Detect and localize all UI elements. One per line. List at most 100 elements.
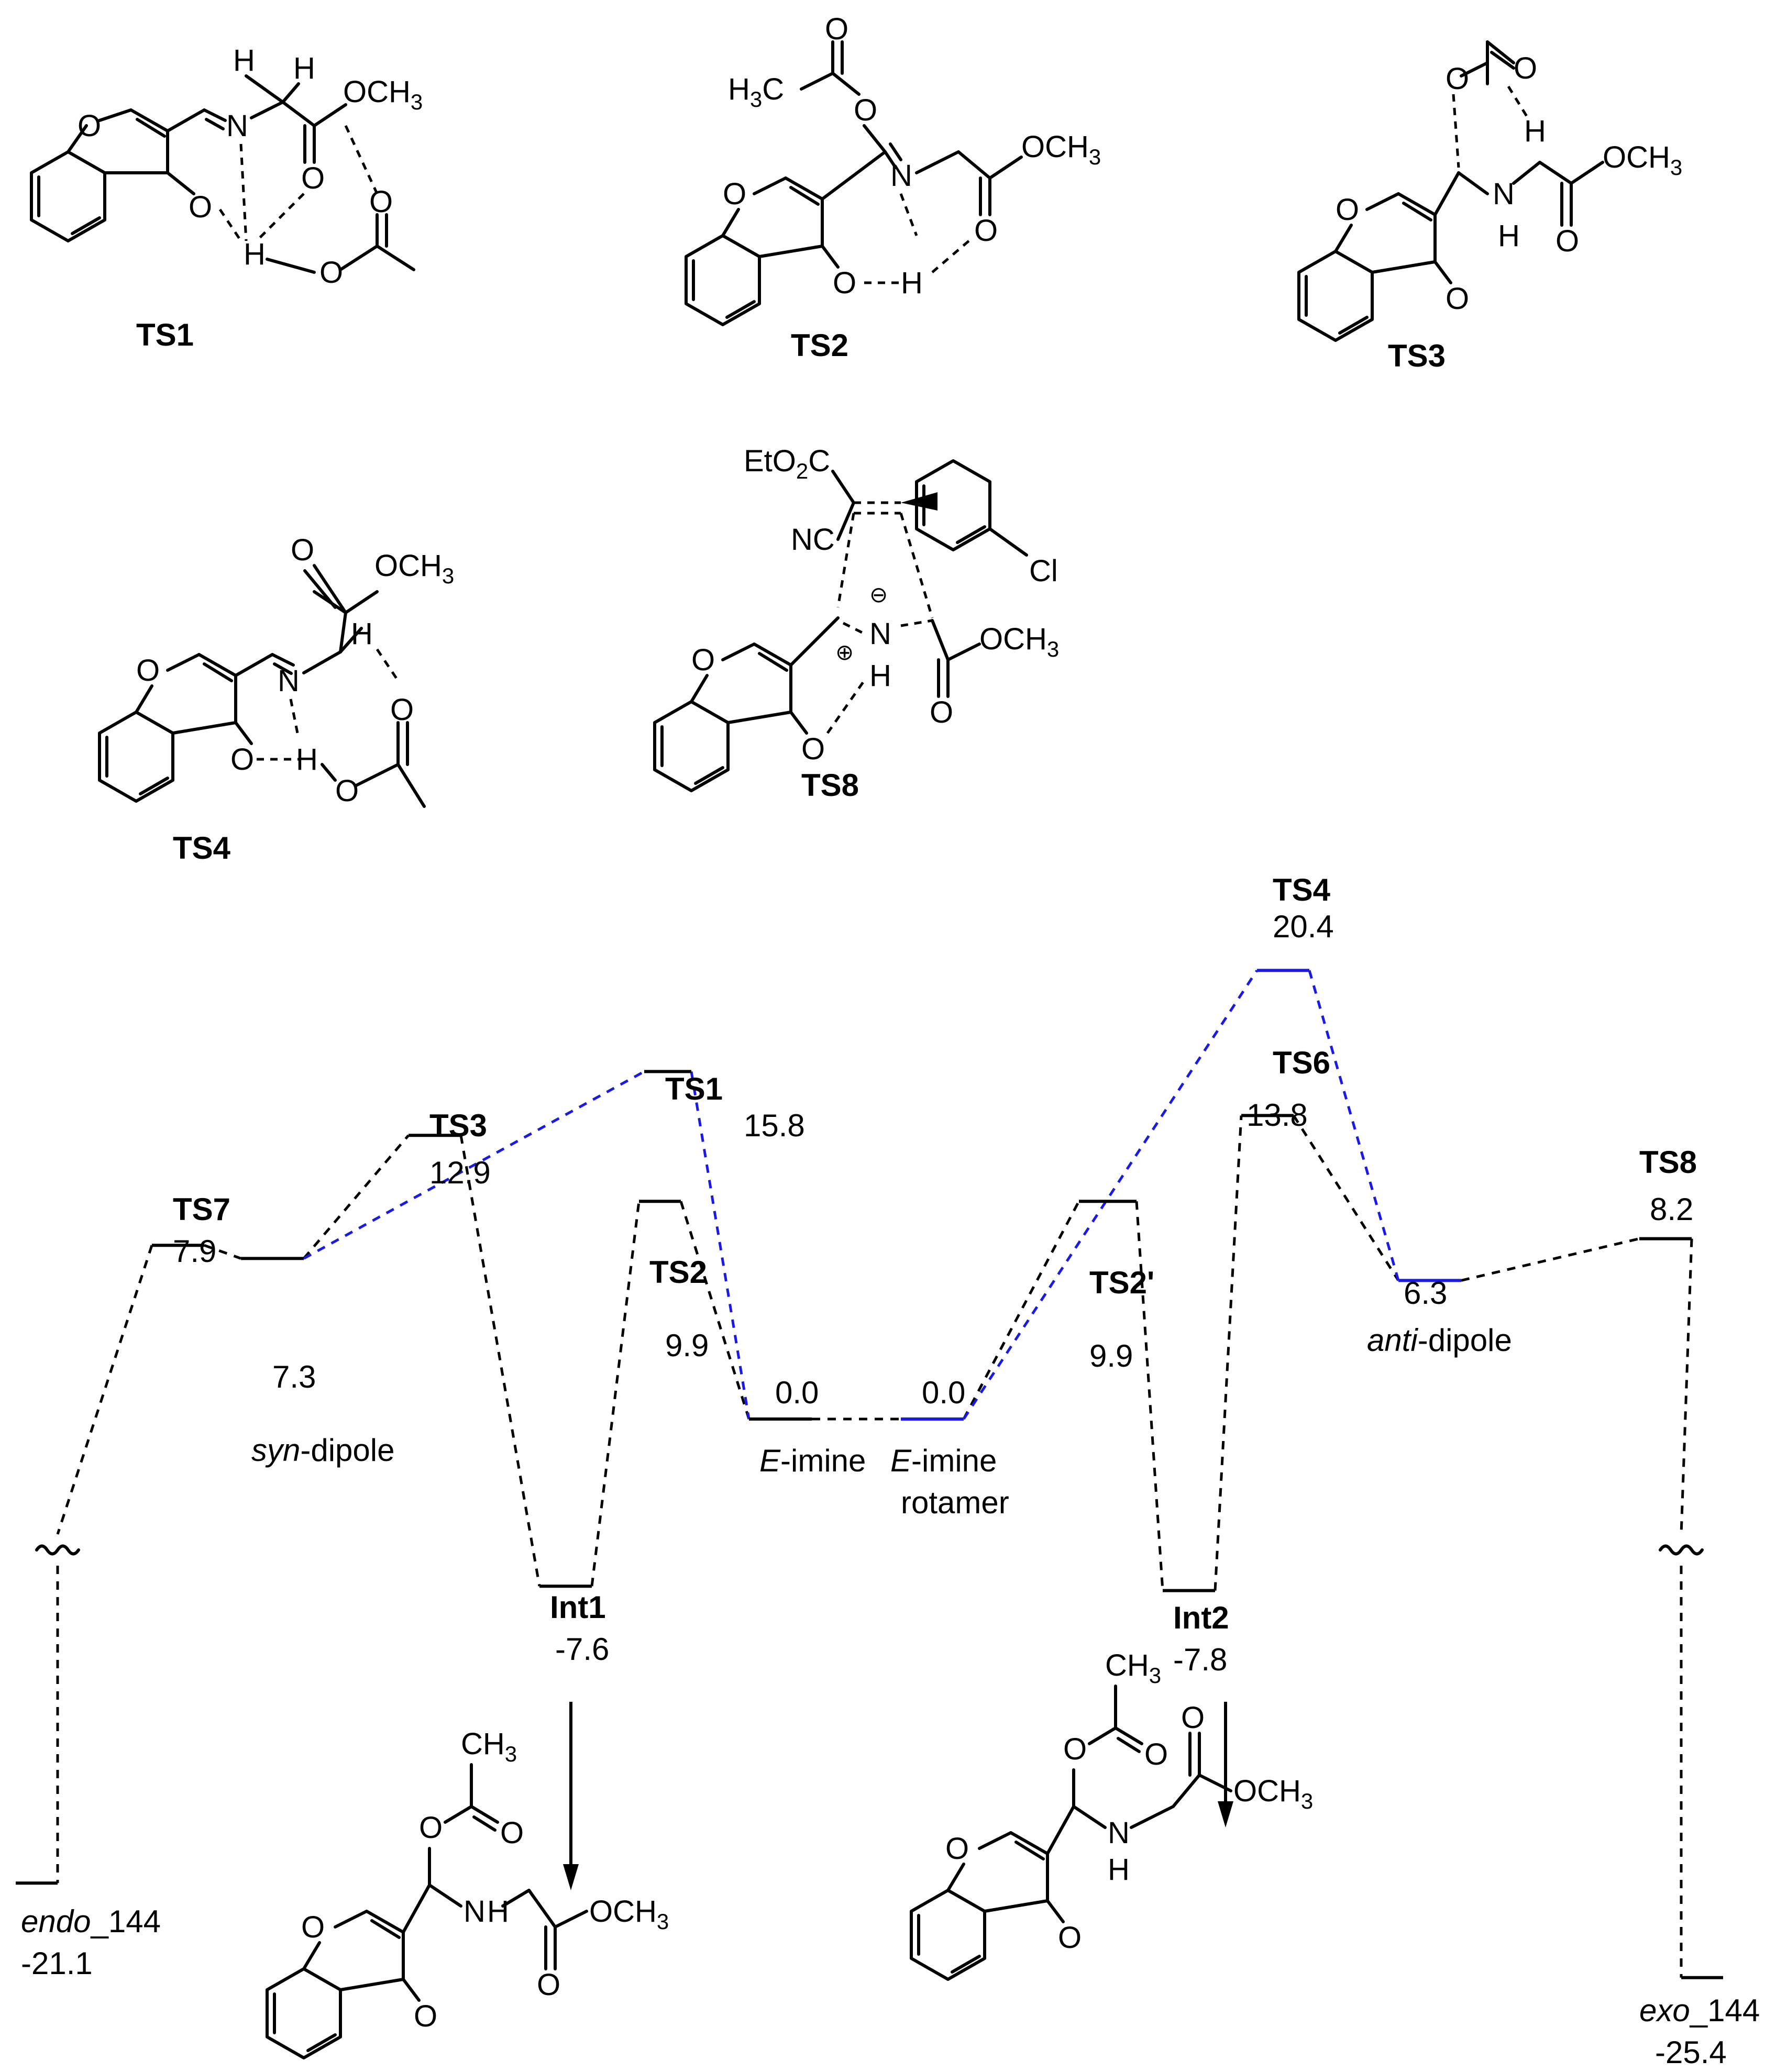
ts2-ester-oxygen: O [854, 93, 877, 127]
ts8-h: H [869, 659, 891, 693]
product-right-carbonyl-oxygen: O [1058, 1921, 1082, 1955]
state-energy-exo: -25.4 [1655, 2035, 1727, 2070]
state-energy-Eimine: 0.0 [775, 1375, 819, 1410]
product-left-methyl: CH3 [461, 1727, 517, 1766]
ts4-acetate-oxygen: O [335, 774, 359, 808]
state-energy-endo: -21.1 [21, 1946, 93, 1981]
state-name-TS7: TS7 [173, 1192, 230, 1227]
ts3-label: TS3 [1388, 338, 1446, 373]
ts1-structure: O O N H H OCH3 O H O O TS [30, 43, 423, 352]
ts2-benzene-ring [685, 234, 761, 326]
product-right-benzene-ring [910, 1889, 986, 1981]
state-name-TS1: TS1 [665, 1071, 723, 1106]
connector-TS7-syn [204, 1244, 241, 1260]
state-energy-TS2: 9.9 [665, 1328, 709, 1363]
connector-Int1-TS2 [590, 1201, 641, 1587]
product-right-methyl: CH3 [1105, 1648, 1161, 1688]
state-name-Eimine: E-imine [759, 1443, 866, 1478]
connector-TS3-Int1 [459, 1135, 541, 1587]
state-name-TS6: TS6 [1273, 1045, 1330, 1080]
ts4-h-bridge: H [296, 743, 318, 777]
state-name-Int1: Int1 [550, 1590, 606, 1625]
product-right-acyl-oxygen: O [1144, 1737, 1168, 1771]
ts2-carbonyl-oxygen: O [833, 266, 856, 300]
state-energy-TS2p: 9.9 [1089, 1338, 1133, 1373]
connector-syn-TS3 [303, 1134, 410, 1260]
state-energy-TS6: 13.8 [1246, 1098, 1308, 1133]
ts8-label: TS8 [801, 768, 859, 803]
connector-TS7-endo [56, 1245, 153, 1535]
ts4-carbonyl-oxygen: O [230, 743, 254, 777]
state-energy-Int1: -7.6 [555, 1632, 609, 1667]
ts1-h-top-left: H [233, 43, 255, 77]
ts8-ester: EtO2C [744, 444, 830, 483]
state-name-TS8: TS8 [1639, 1145, 1697, 1180]
connector-syn-TS1 [303, 1070, 645, 1260]
ts1-carbonyl-oxygen: O [189, 190, 212, 224]
product-right-structure: CH3 O O O O N H O OCH3 [910, 1648, 1313, 1981]
product-left-structure: CH3 O O O O N H O OCH3 [266, 1727, 669, 2059]
product-left-benzene-ring [266, 1967, 342, 2059]
ts3-acyl-oxygen: O [1514, 51, 1537, 85]
connector-TS1-Eimine [690, 1071, 751, 1420]
ts8-nitrogen: N [869, 617, 891, 651]
state-name-TS2p: TS2' [1089, 1265, 1154, 1300]
product-left-ome: OCH3 [589, 1894, 669, 1934]
state-name-Int2: Int2 [1173, 1600, 1229, 1635]
product-arrow-left [563, 1702, 579, 1890]
ts1-ome: OCH3 [343, 75, 423, 114]
ts4-ome: OCH3 [374, 549, 454, 588]
state-name-TS3: TS3 [429, 1108, 487, 1143]
connector-Erot-TS2p [962, 1201, 1080, 1420]
connector-Erot-TS4 [962, 969, 1259, 1420]
ts4-h-upper: H [351, 617, 373, 651]
ts3-structure: O O H O O N H O OCH3 TS3 [1297, 40, 1682, 373]
ts8-carbonyl-oxygen: O [801, 732, 825, 766]
product-right-amine-h: H [1108, 1853, 1130, 1887]
product-right-ring-oxygen: O [945, 1832, 969, 1866]
ts1-h-bridge: H [244, 237, 266, 271]
state-name-anti: anti-dipole [1367, 1323, 1512, 1358]
ts1-benzene-ring [30, 150, 106, 242]
connector-TS6-anti [1292, 1115, 1400, 1281]
ts8-ester-carbonyl-oxygen: O [930, 695, 953, 729]
energy-diagram: TS77.9syn-dipole7.3TS312.9TS115.8TS29.9E… [16, 872, 1760, 2070]
connector-Int2-TS6 [1214, 1115, 1243, 1591]
ts8-structure: EtO2C NC Cl O O N ⊖ ⊕ H [653, 444, 1059, 803]
connector-TS8-exo [1680, 1238, 1693, 1535]
ts3-amine-nitrogen: N [1493, 177, 1515, 211]
ts1-label: TS1 [136, 317, 194, 352]
connector-anti-TS8 [1461, 1237, 1640, 1282]
ts1-ester-oxygen: O [301, 161, 325, 195]
product-left-amine-nitrogen: N [464, 1894, 486, 1929]
ts3-carbonyl-oxygen: O [1446, 282, 1469, 316]
ts8-ring-oxygen: O [691, 643, 715, 677]
ts8-aryl-ring [915, 459, 991, 551]
ts3-ring-oxygen: O [1336, 193, 1359, 227]
ts3-h: H [1524, 114, 1546, 148]
state-energy-TS3: 12.9 [429, 1155, 491, 1190]
ts4-ring-oxygen: O [136, 653, 160, 688]
ts1-ring-oxygen: O [78, 109, 101, 143]
ts2-h-bridge: H [901, 266, 923, 300]
product-right-ester-carbonyl-oxygen: O [1181, 1701, 1205, 1735]
product-right-ome: OCH3 [1233, 1774, 1313, 1813]
ts8-wedge-bond [901, 492, 937, 511]
ts4-acetate-oxygen-2: O [390, 693, 414, 727]
state-energy-TS8: 8.2 [1650, 1192, 1693, 1227]
ts8-minus-charge: ⊖ [869, 582, 888, 607]
ts2-ome: OCH3 [1021, 130, 1101, 169]
state-name-Erot: E-imine [890, 1443, 997, 1478]
state-energy-Int2: -7.8 [1173, 1642, 1227, 1677]
ts2-methyl: H3C [728, 72, 784, 112]
product-left-ring-oxygen: O [301, 1910, 325, 1944]
ts4-structure: O O N O OCH3 H H O O TS4 [98, 533, 454, 866]
connector-TS2p-Int2 [1135, 1201, 1164, 1591]
product-right-ester-oxygen: O [1063, 1732, 1087, 1766]
product-left-ester-oxygen: O [419, 1811, 443, 1845]
state-energy-TS7: 7.9 [173, 1234, 216, 1269]
ts4-label: TS4 [173, 830, 231, 866]
ts3-amine-h: H [1498, 219, 1520, 253]
ts1-h-top-right: H [293, 51, 315, 85]
connector-TS2-Eimine [679, 1201, 751, 1420]
